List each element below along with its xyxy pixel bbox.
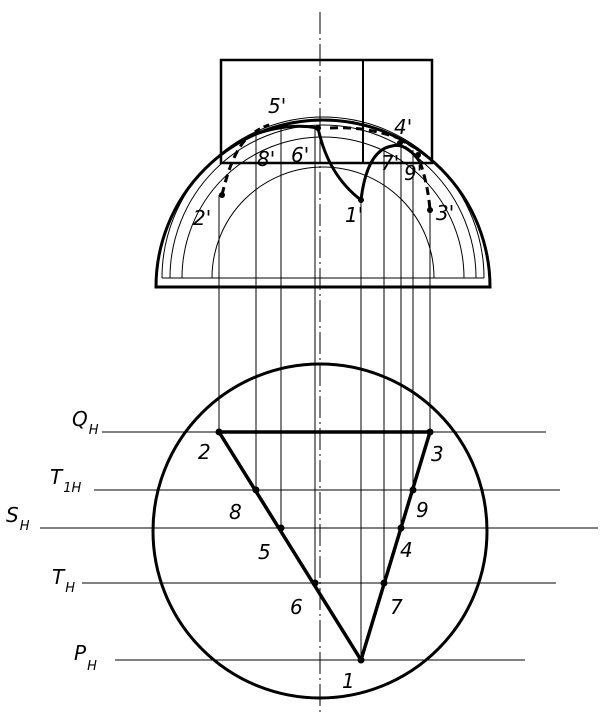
hidden-curve-left-top [254, 122, 273, 134]
point-4-marker [397, 524, 405, 532]
point-2-marker [215, 428, 223, 436]
point-6-marker [311, 579, 319, 587]
trace-T1-label: T1H [50, 465, 81, 496]
point-4-label: 4 [400, 538, 413, 562]
point-5-front-label: 5' [268, 94, 286, 118]
trace-P-label: PH [74, 641, 97, 674]
prism-triangle [217, 430, 432, 662]
point-2-label: 2 [198, 440, 211, 464]
prism-outline [219, 58, 434, 165]
point-9-marker [409, 486, 417, 494]
point-2-front-marker [219, 192, 225, 198]
construction-arc [211, 166, 435, 279]
trace-T-label: TH [52, 565, 75, 596]
point-1-marker [357, 656, 365, 664]
trace-Q-label: QH [72, 407, 99, 438]
hemisphere-outline [154, 118, 492, 289]
point-3-marker [426, 428, 434, 436]
point-8-marker [252, 486, 260, 494]
front-view: 1' 2' 3' 4' 5' 6' 7' 8' 9' [154, 58, 492, 289]
point-5-marker [277, 524, 285, 532]
point-3-front-label: 3' [436, 201, 454, 225]
point-6-label: 6 [290, 595, 303, 619]
point-4-front-marker [397, 140, 403, 146]
point-8-label: 8 [229, 500, 242, 524]
point-9-front-marker [415, 152, 421, 158]
hidden-curve-left [220, 135, 250, 196]
projection-lines [218, 128, 431, 660]
point-1-label: 1 [342, 669, 355, 693]
point-7-marker [380, 579, 388, 587]
point-2-front-label: 2' [193, 206, 211, 230]
hidden-curve-top [329, 126, 399, 140]
sphere-plan-circle [151, 362, 489, 700]
point-6-front-label: 6' [291, 143, 309, 167]
point-8-front-label: 8' [257, 147, 275, 171]
hidden-curve-right [418, 161, 432, 211]
trace-S-label: SH [6, 503, 30, 534]
point-6-front-marker [315, 125, 321, 131]
point-7-label: 7 [390, 595, 403, 619]
intersection-curve-right [359, 143, 422, 201]
point-3-label: 3 [431, 442, 444, 466]
construction-arc [181, 136, 465, 279]
point-4-front-label: 4' [394, 115, 412, 139]
construction-arc [161, 116, 485, 279]
point-9-label: 9 [416, 498, 429, 522]
point-7-front-label: 7' [381, 151, 399, 175]
top-view: 1 2 3 4 5 6 7 8 9 QH T1H SH TH PH [6, 362, 598, 700]
point-1-front-label: 1' [345, 203, 363, 227]
construction-arc [169, 124, 477, 279]
point-5-label: 5 [258, 540, 271, 564]
